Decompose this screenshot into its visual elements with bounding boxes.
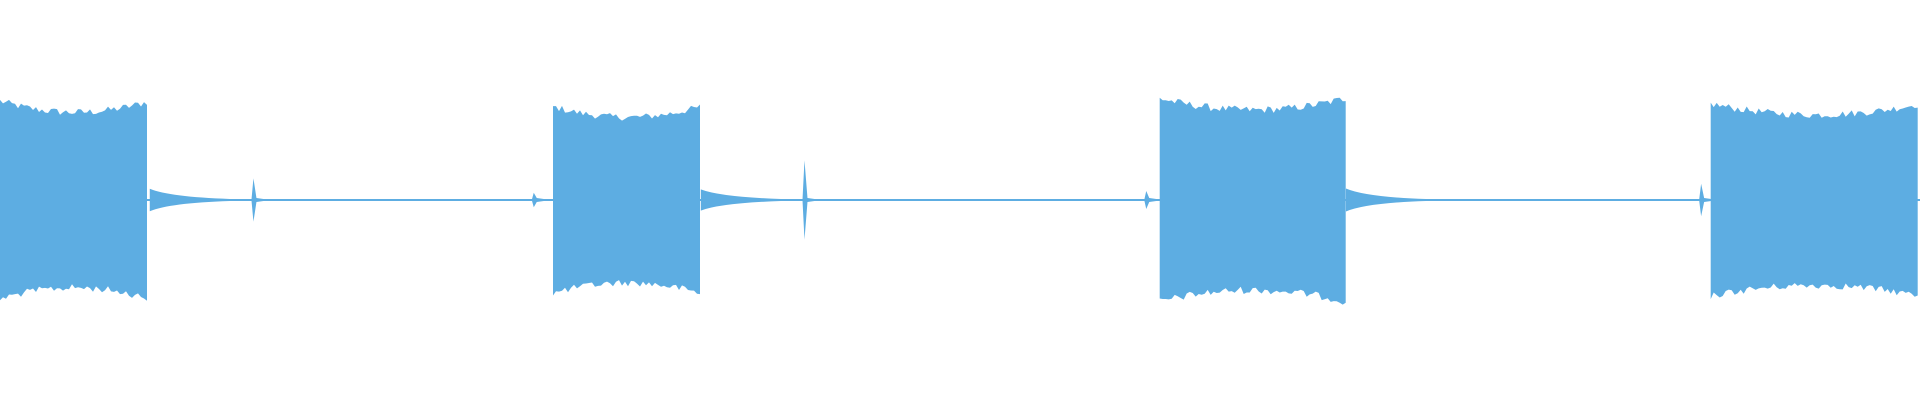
waveform-burst-tail-3	[1345, 188, 1426, 212]
waveform-clicks	[251, 160, 1712, 240]
waveform-burst-2	[553, 104, 700, 296]
waveform-burst-3	[1159, 97, 1346, 305]
waveform-click-1	[251, 178, 264, 222]
waveform-burst-tail-1	[149, 188, 230, 212]
waveform-click-4	[1144, 191, 1157, 209]
waveform-click-3	[802, 160, 815, 240]
waveform-burst-tail-2	[700, 189, 781, 211]
waveform-burst-4	[1710, 102, 1918, 300]
waveform-click-5	[1699, 183, 1712, 217]
waveform-bursts	[0, 97, 1918, 305]
waveform-burst-1	[0, 99, 147, 301]
waveform-click-2	[531, 192, 544, 208]
